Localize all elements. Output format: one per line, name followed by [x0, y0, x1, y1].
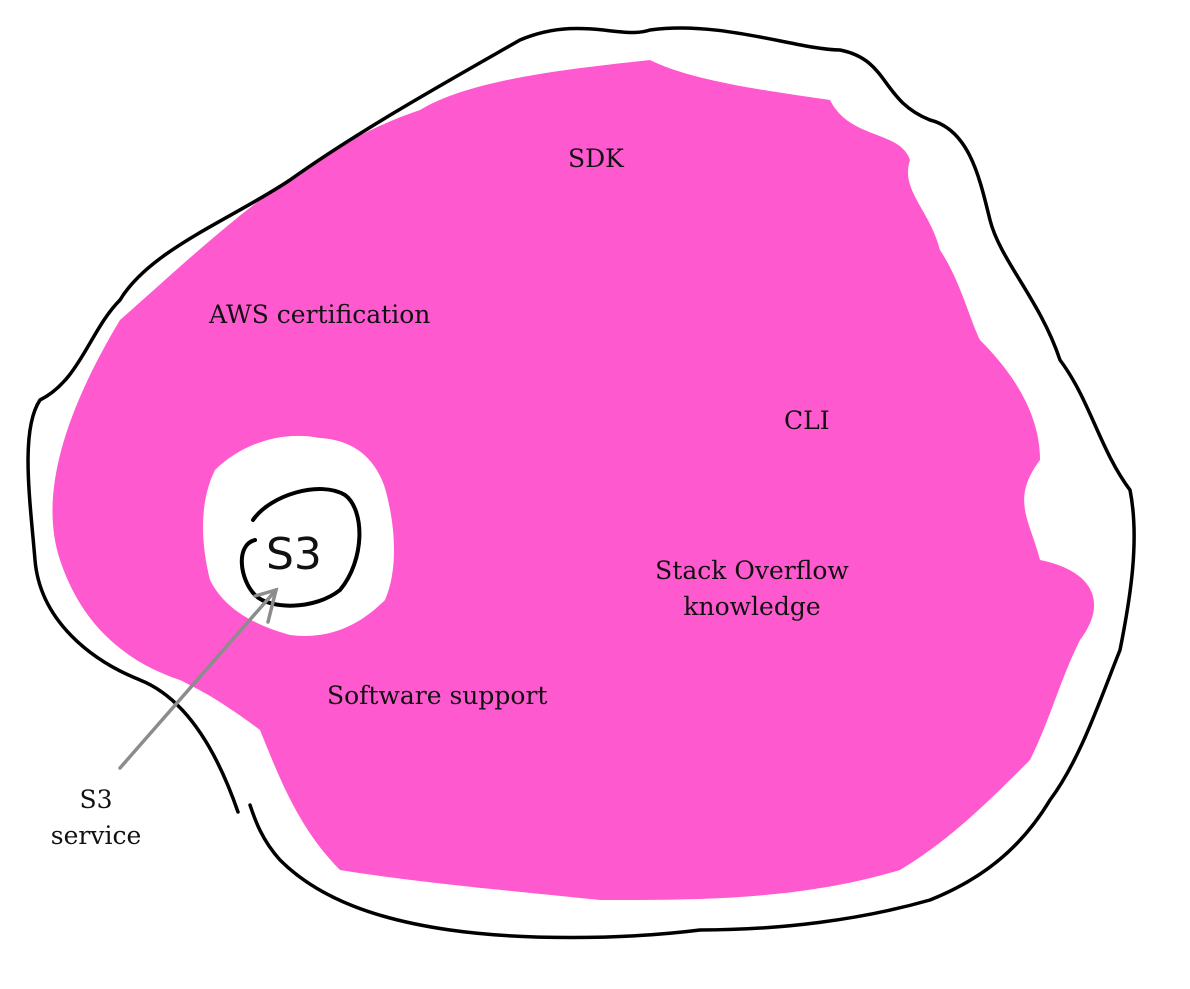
- s3-circle: [239, 487, 362, 608]
- label-software-support: Software support: [327, 681, 548, 710]
- knowledge-area: [52, 60, 1095, 900]
- stack-overflow-line2: knowledge: [683, 592, 821, 621]
- arrow-icon: [118, 587, 279, 770]
- outer-outline: [26, 26, 1136, 940]
- s3-hole: [203, 435, 394, 636]
- stack-overflow-line1: Stack Overflow: [655, 556, 849, 585]
- label-aws-certification: AWS certification: [209, 300, 431, 329]
- s3-service-line1: S3: [79, 785, 113, 814]
- label-stack-overflow: Stack Overflow knowledge: [632, 553, 872, 625]
- label-s3-service: S3 service: [36, 782, 156, 854]
- label-cli: CLI: [784, 406, 830, 435]
- label-s3-handwritten: S3: [266, 529, 322, 580]
- label-sdk: SDK: [568, 144, 624, 173]
- s3-service-line2: service: [50, 821, 142, 850]
